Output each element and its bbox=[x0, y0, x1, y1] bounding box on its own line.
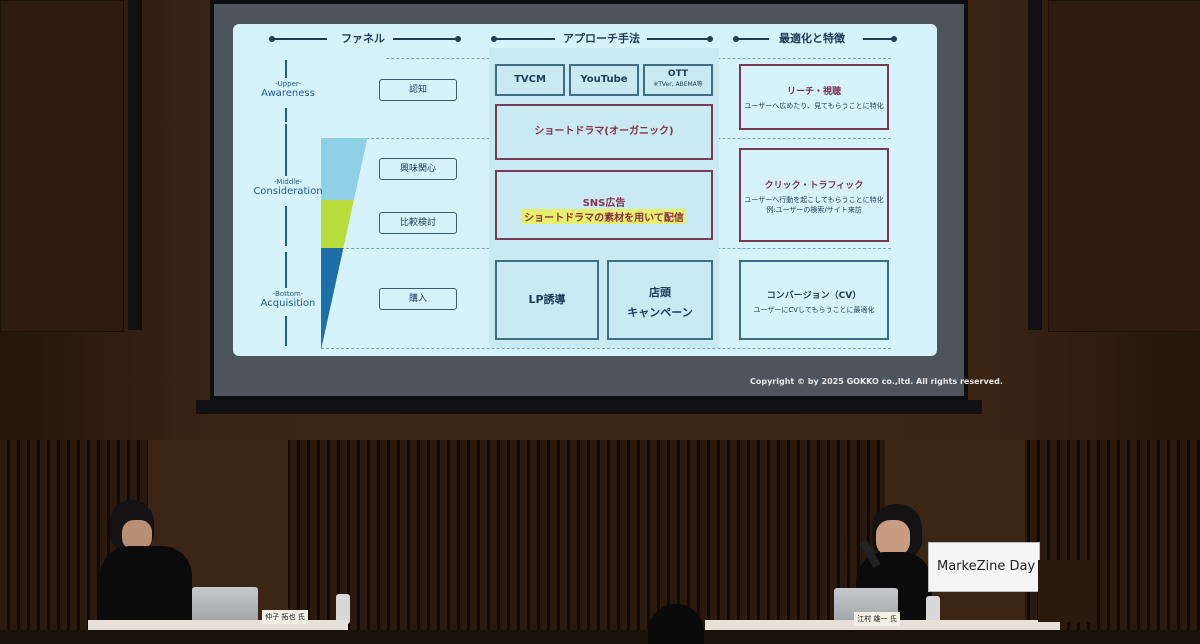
result-box-reach: リーチ・視聴 ユーザーへ広めたり、見てもらうことに特化 bbox=[739, 64, 889, 130]
header-dot bbox=[455, 36, 461, 42]
arrow-down-icon bbox=[285, 316, 287, 346]
header-line bbox=[647, 38, 707, 40]
funnel-step-comparison: 比較検討 bbox=[379, 212, 457, 234]
left-laptop bbox=[192, 587, 258, 625]
screen-frame-bottom bbox=[196, 400, 982, 414]
left-nameplate: 仲子 拓也 氏 bbox=[262, 610, 308, 624]
funnel-step-interest: 興味関心 bbox=[379, 158, 457, 180]
right-speaker-face bbox=[876, 520, 910, 556]
store-campaign-box: 店頭 キャンペーン bbox=[607, 260, 713, 340]
stage-label-middle: -Middle-Consideration bbox=[253, 178, 323, 197]
left-table bbox=[88, 620, 348, 630]
speaker-column-right bbox=[1028, 0, 1042, 330]
podium bbox=[1038, 560, 1090, 622]
funnel-step-awareness: 認知 bbox=[379, 79, 457, 101]
header-approach: アプローチ手法 bbox=[563, 32, 640, 45]
header-line bbox=[863, 38, 893, 40]
funnel-triangle bbox=[321, 58, 385, 350]
presentation-slide: ファネル アプローチ手法 最適化と特徴 -Upper-Awareness -Mi… bbox=[233, 24, 937, 356]
header-funnel: ファネル bbox=[341, 32, 385, 45]
row-divider bbox=[321, 348, 891, 349]
arrow-up-icon bbox=[285, 124, 287, 176]
sns-ad-box: SNS広告 ショートドラマの素材を用いて配信 bbox=[495, 170, 713, 240]
event-logo-sign: MarkeZine Day bbox=[928, 542, 1040, 592]
header-dot bbox=[707, 36, 713, 42]
stage-label-bottom: -Bottom-Acquisition bbox=[260, 290, 316, 309]
header-dot bbox=[491, 36, 497, 42]
funnel-step-purchase: 購入 bbox=[379, 288, 457, 310]
wall-panel-left bbox=[0, 0, 124, 332]
media-box-youtube: YouTube bbox=[569, 64, 639, 96]
short-drama-box: ショートドラマ(オーガニック) bbox=[495, 104, 713, 160]
approach-column-bg bbox=[489, 48, 719, 348]
left-speaker-face bbox=[122, 520, 152, 550]
header-dot bbox=[891, 36, 897, 42]
right-nameplate: 江村 雄一 氏 bbox=[854, 612, 900, 626]
result-box-click: クリック・トラフィック ユーザーへ行動を起こしてもらうことに特化 例:ユーザーの… bbox=[739, 148, 889, 242]
lp-box: LP誘導 bbox=[495, 260, 599, 340]
arrow-down-icon bbox=[285, 108, 287, 122]
header-dot bbox=[269, 36, 275, 42]
header-line bbox=[393, 38, 455, 40]
event-logo: MarkeZine Day bbox=[937, 559, 1036, 574]
media-box-ott: OTT ※TVer, ABEMA等 bbox=[643, 64, 713, 96]
header-line bbox=[495, 38, 555, 40]
arrow-up-icon bbox=[285, 252, 287, 288]
arrow-down-icon bbox=[285, 206, 287, 246]
water-bottle bbox=[336, 594, 350, 624]
media-box-tvcm: TVCM bbox=[495, 64, 565, 96]
header-line bbox=[273, 38, 327, 40]
slide-copyright: Copyright © by 2025 GOKKO co.,ltd. All r… bbox=[750, 377, 1003, 386]
arrow-up-icon bbox=[285, 60, 287, 78]
header-dot bbox=[733, 36, 739, 42]
stage-label-upper: -Upper-Awareness bbox=[261, 80, 315, 99]
header-optimize: 最適化と特徴 bbox=[779, 32, 845, 45]
water-bottle bbox=[926, 596, 940, 626]
speaker-column-left bbox=[128, 0, 142, 330]
result-box-conversion: コンバージョン（CV） ユーザーにCVしてもらうことに最適化 bbox=[739, 260, 889, 340]
header-line bbox=[737, 38, 769, 40]
left-speaker-body bbox=[100, 546, 192, 630]
wall-panel-right bbox=[1048, 0, 1200, 332]
